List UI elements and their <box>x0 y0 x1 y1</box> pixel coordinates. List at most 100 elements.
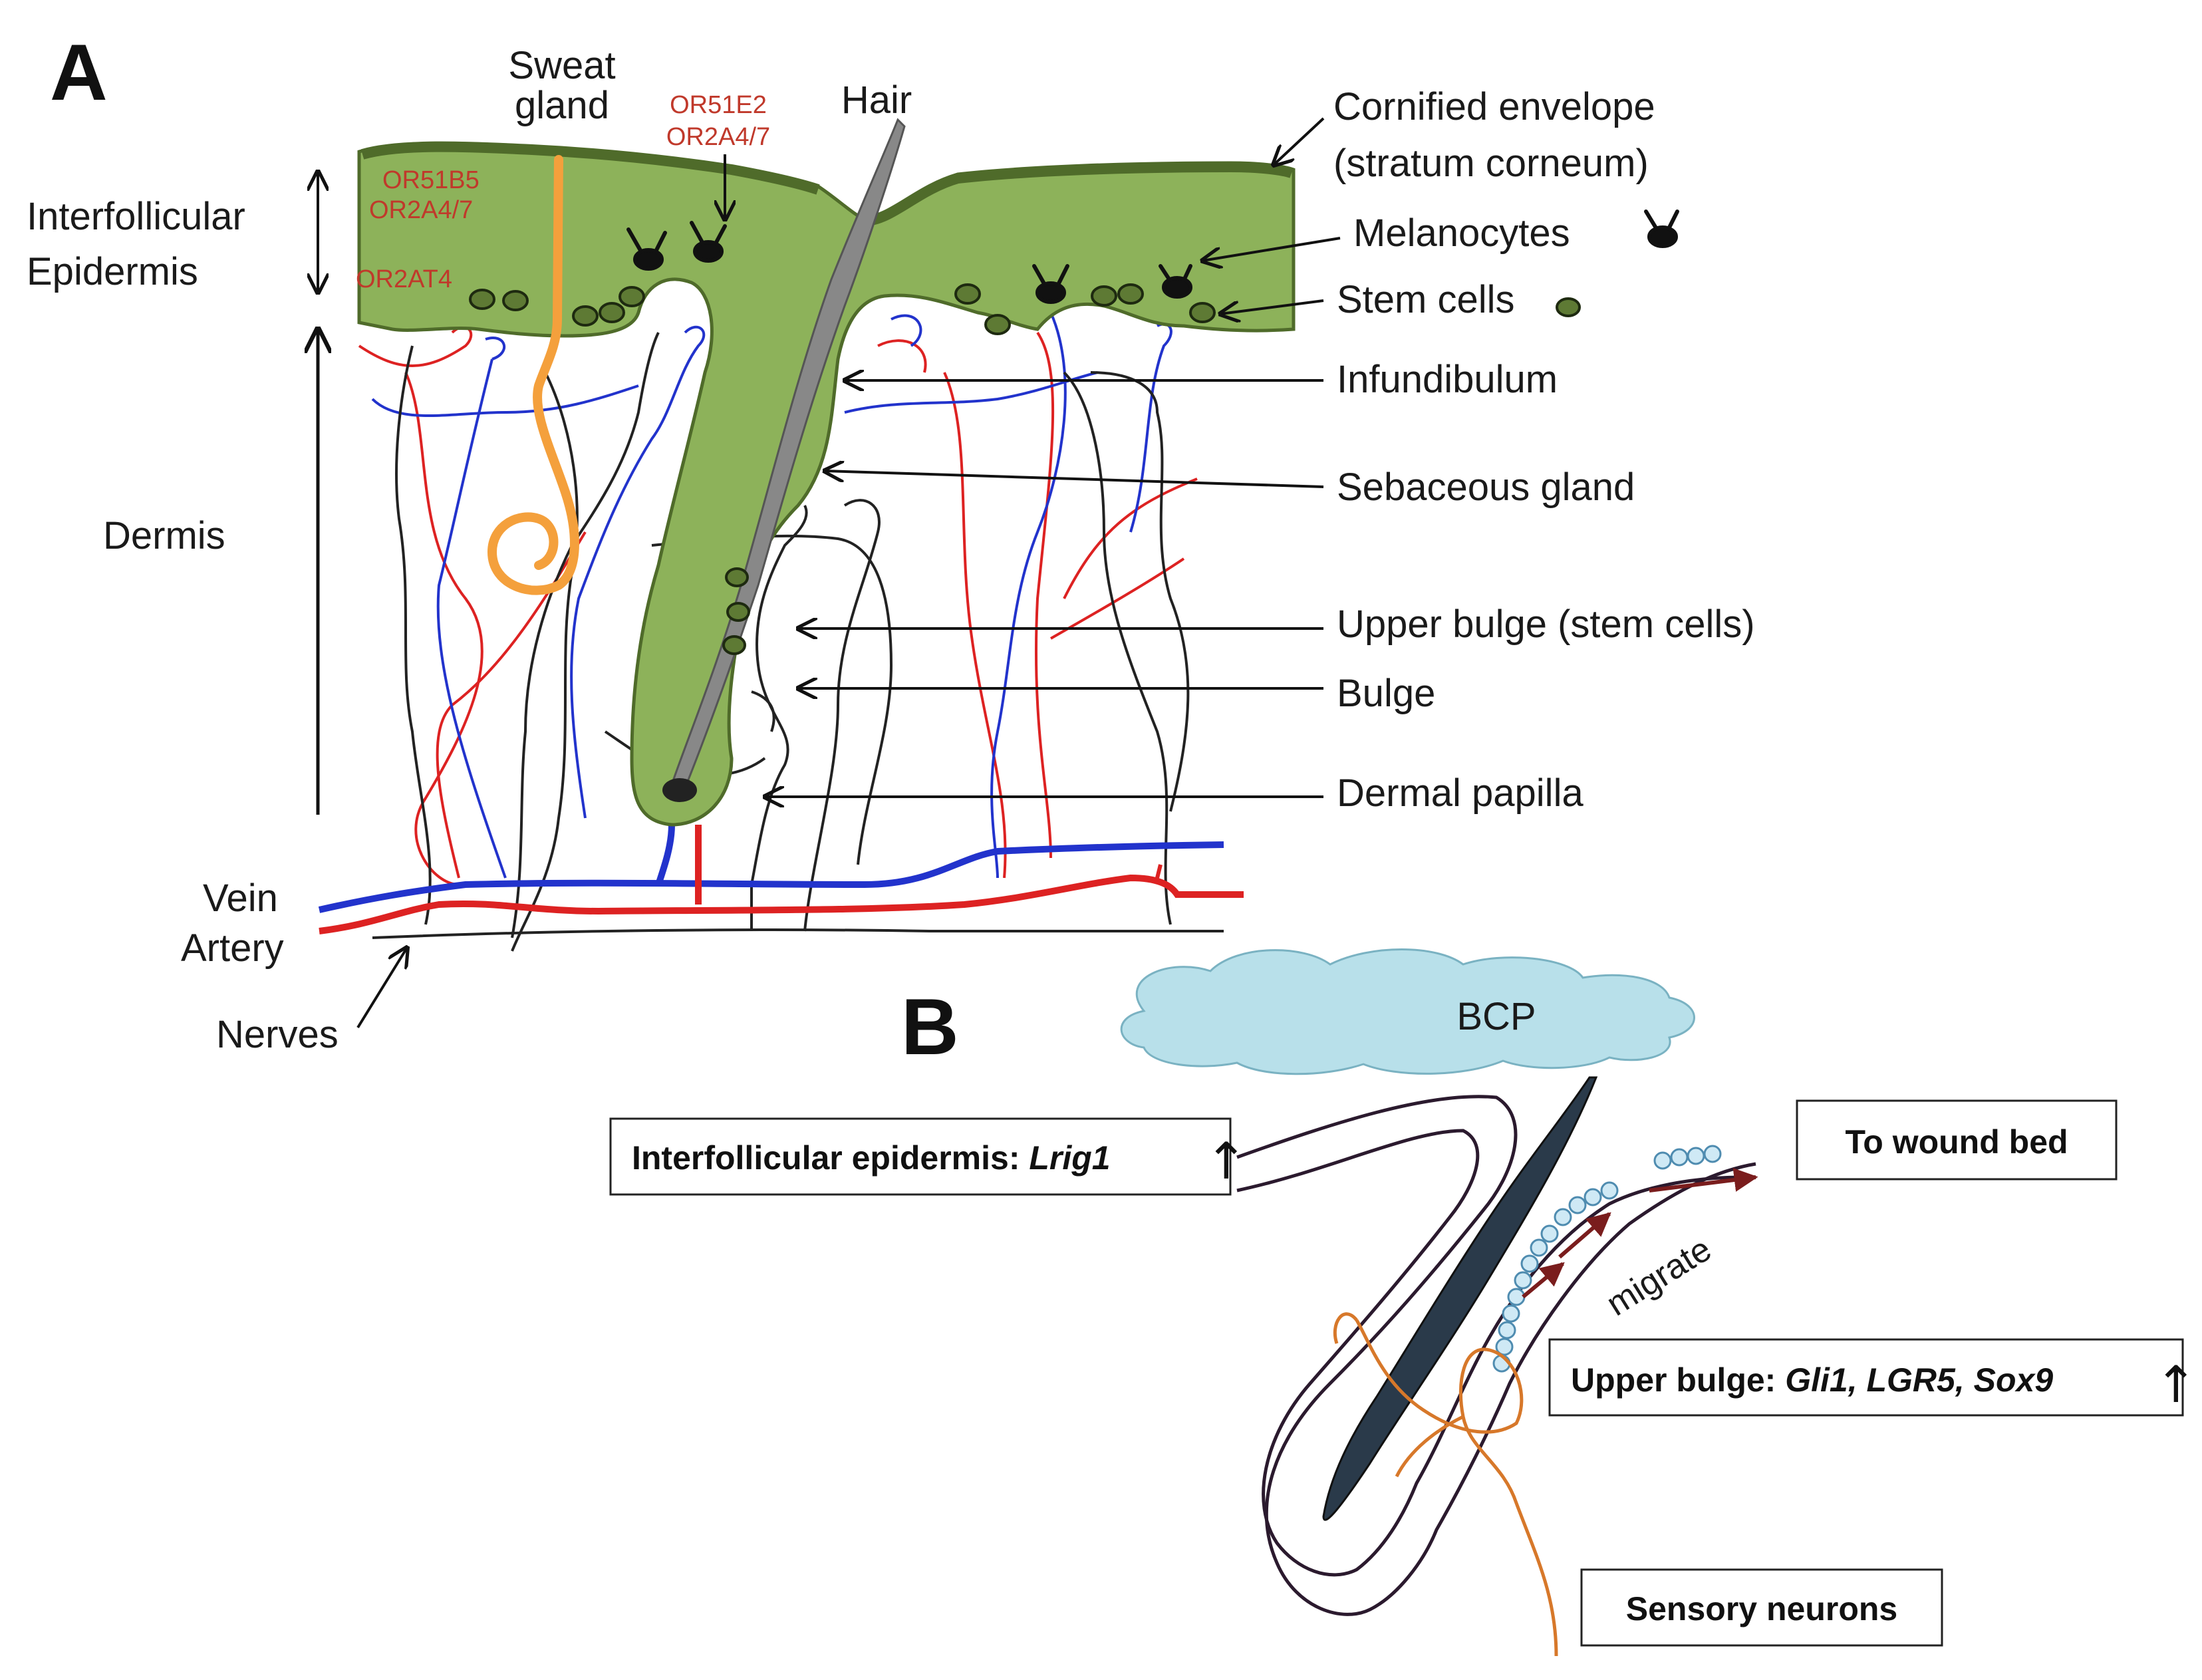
sensory-box-label: Sensory neurons <box>1626 1590 1897 1627</box>
upper-bulge-box-prefix: Upper bulge: <box>1571 1361 1785 1399</box>
wound-box-label: To wound bed <box>1845 1123 2068 1161</box>
label-stem-cells: Stem cells <box>1337 278 1515 321</box>
cornified-arrow <box>1274 117 1325 165</box>
interfollicular-box-prefix: Interfollicular epidermis: <box>632 1139 1029 1177</box>
stem-cells-arrow <box>1220 299 1324 314</box>
vein-trunk <box>318 841 1224 913</box>
stratum-corneum <box>360 141 1294 226</box>
migrate-arrow <box>1558 1212 1611 1259</box>
label-dermis: Dermis <box>103 514 225 557</box>
arteriole <box>1034 331 1055 859</box>
stem-cell <box>726 602 750 622</box>
sweat-gland <box>487 155 579 595</box>
arteriole <box>358 325 483 886</box>
melanocyte <box>1159 264 1192 299</box>
svg-text:Interfollicular epidermis: Lri: Interfollicular epidermis: Lrig1 <box>632 1139 1111 1177</box>
label-vein: Vein <box>203 877 278 920</box>
label-sweat-gland-1: Sweat <box>508 44 615 87</box>
melanocyte <box>1032 264 1069 304</box>
svg-text:Upper bulge: Gli1, LGR5, Sox9: Upper bulge: Gli1, LGR5, Sox9 <box>1571 1361 2053 1399</box>
follicle-outer <box>1236 1095 1756 1616</box>
nerve <box>395 345 432 925</box>
stem-cell <box>722 635 746 655</box>
interfollicular-box-gene: Lrig1 <box>1029 1139 1110 1177</box>
nerve <box>372 928 1224 939</box>
label-upper-bulge: Upper bulge (stem cells) <box>1337 603 1755 646</box>
melanocytes-arrow <box>1202 237 1341 261</box>
stem-cell <box>572 305 599 327</box>
nerve <box>1090 371 1190 812</box>
label-nerves: Nerves <box>216 1013 339 1056</box>
melanocyte <box>626 227 667 271</box>
nerve <box>750 505 808 931</box>
label-melanocytes: Melanocytes <box>1353 211 1570 255</box>
interfollicular-box: Interfollicular epidermis: Lrig1 ↑ <box>609 1117 1248 1196</box>
stem-cell <box>599 302 625 323</box>
label-interfollicular-2: Epidermis <box>27 250 198 293</box>
upper-bulge-box-genes: Gli1, LGR5, Sox9 <box>1785 1361 2053 1399</box>
label-hair: Hair <box>841 78 912 122</box>
panel-b-letter: B <box>901 982 959 1071</box>
stem-cell <box>954 283 981 305</box>
label-sweat-gland-2: gland <box>515 84 609 127</box>
label-bulge: Bulge <box>1337 672 1435 715</box>
stem-cell <box>984 314 1011 335</box>
nerve <box>751 690 775 732</box>
bcp-label: BCP <box>1456 995 1536 1038</box>
dermis-vasculature <box>358 312 1224 952</box>
migrate-label: migrate <box>1600 1230 1719 1324</box>
stem-cell <box>1189 302 1216 323</box>
stem-cell <box>1091 285 1117 307</box>
label-cornified-2: (stratum corneum) <box>1333 142 1649 185</box>
stem-cell <box>725 567 749 587</box>
hair-shaft-b <box>1322 1076 1598 1521</box>
migration-arrows <box>1522 1168 1758 1299</box>
label-artery: Artery <box>181 926 284 970</box>
gene-or51e2: OR51E2 <box>670 91 767 119</box>
gene-or51b5: OR51B5 <box>382 166 480 194</box>
venule <box>436 337 507 879</box>
label-sebaceous-gland: Sebaceous gland <box>1337 466 1635 509</box>
venule <box>371 384 639 417</box>
stem-cell <box>1117 283 1144 305</box>
label-interfollicular-1: Interfollicular <box>27 195 245 238</box>
interfollicular-up-arrow: ↑ <box>1205 1131 1248 1190</box>
label-dermal-papilla: Dermal papilla <box>1337 771 1583 815</box>
label-infundibulum: Infundibulum <box>1337 358 1558 401</box>
melanocyte-legend-icon <box>1644 210 1679 248</box>
melanocyte <box>690 221 727 263</box>
artery-trunk <box>319 874 1244 934</box>
migrate-arrow <box>1649 1168 1758 1192</box>
stem-cell <box>469 289 495 310</box>
sensory-box: Sensory neurons <box>1580 1568 1943 1647</box>
artery-branch <box>1155 864 1163 879</box>
upper-bulge-up-arrow: ↑ <box>2155 1355 2197 1414</box>
nerve <box>511 372 579 952</box>
sensory-neuron-b <box>1333 1312 1558 1657</box>
venule <box>891 312 1067 879</box>
vein-branch <box>655 824 675 886</box>
gene-or2a47-left: OR2A4/7 <box>369 196 473 224</box>
stem-cell <box>619 286 645 307</box>
migrate-arrow <box>1522 1262 1565 1299</box>
wound-box: To wound bed <box>1796 1099 2118 1181</box>
melanocytes <box>626 221 1192 304</box>
stem-cells <box>469 283 1216 655</box>
upper-bulge-box: Upper bulge: Gli1, LGR5, Sox9 ↑ <box>1548 1338 2197 1417</box>
gene-or2at4: OR2AT4 <box>356 265 452 293</box>
panel-a-letter: A <box>50 28 108 117</box>
label-cornified-1: Cornified envelope <box>1333 85 1655 128</box>
venule <box>570 325 706 819</box>
sebaceous-arrow <box>825 471 1324 488</box>
dermal-papilla <box>662 778 697 802</box>
nerve <box>803 499 881 932</box>
bcp-cloud <box>1120 948 1695 1075</box>
nerve <box>1063 371 1172 925</box>
gene-or2a47-top: OR2A4/7 <box>666 123 770 151</box>
nerves-arrow <box>356 948 407 1029</box>
stem-cell-legend-icon <box>1556 297 1581 317</box>
venule <box>844 371 1098 414</box>
nerve <box>511 332 660 938</box>
stem-cell <box>502 290 529 311</box>
